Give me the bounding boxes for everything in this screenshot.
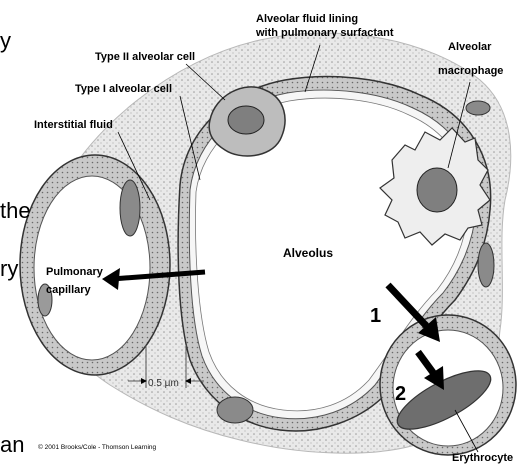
label-capillary-1: Pulmonary (46, 266, 104, 278)
fragment-text-3: ry (0, 256, 18, 281)
label-fluid-lining-2: with pulmonary surfactant (255, 27, 394, 39)
label-capillary-2: capillary (46, 284, 92, 296)
type2-nucleus (228, 106, 264, 134)
label-copyright: © 2001 Brooks/Cole - Thomson Learning (38, 443, 157, 451)
label-type1-cell: Type I alveolar cell (75, 83, 172, 95)
label-interstitial-fluid: Interstitial fluid (34, 119, 113, 131)
fragment-text-4: an (0, 432, 24, 457)
wall-cell-right (478, 243, 494, 287)
label-type2-cell: Type II alveolar cell (95, 51, 195, 63)
label-macrophage-1: Alveolar (448, 41, 492, 53)
step-number-1: 1 (370, 305, 381, 327)
measure-label: 0.5 μm (148, 378, 179, 389)
label-fluid-lining-1: Alveolar fluid lining (256, 13, 358, 25)
macrophage-nucleus (417, 168, 457, 212)
label-erythrocyte: Erythrocyte (452, 452, 513, 464)
wall-cell-top (466, 101, 490, 115)
label-alveolus: Alveolus (283, 246, 333, 260)
left-endothelial-nucleus (120, 180, 140, 236)
fragment-text-1: y (0, 28, 11, 53)
fragment-text-2: the (0, 198, 31, 223)
label-macrophage-2: macrophage (438, 65, 503, 77)
step-number-2: 2 (395, 383, 406, 405)
wall-cell-bottom-left (217, 397, 253, 423)
